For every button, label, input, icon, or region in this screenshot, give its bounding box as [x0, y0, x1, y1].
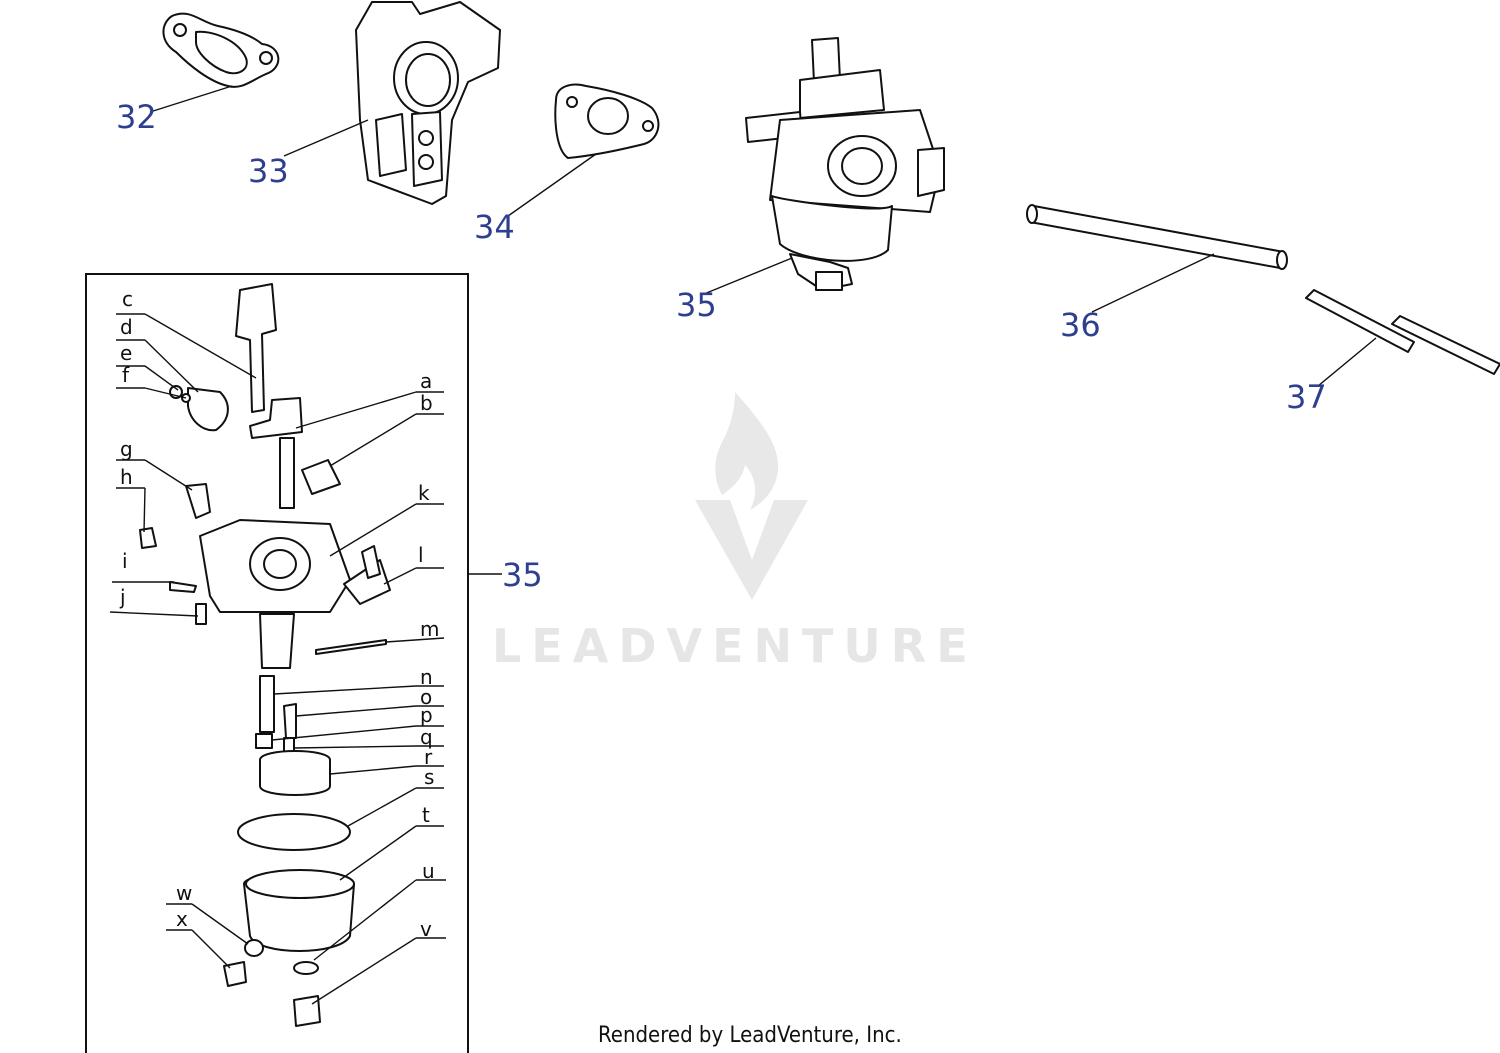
part-36-tube: [1026, 204, 1288, 270]
sub-label-o: o: [420, 685, 432, 709]
callout-33: 33: [248, 152, 289, 190]
exploded-view-frame: [85, 273, 469, 1053]
footer-credit: Rendered by LeadVenture, Inc.: [598, 1023, 902, 1048]
callout-35: 35: [676, 286, 717, 324]
callout-37: 37: [1286, 378, 1327, 416]
sub-label-k: k: [418, 481, 430, 505]
leader-37: [1317, 337, 1377, 387]
sub-label-r: r: [424, 745, 433, 769]
leader-36: [1091, 253, 1215, 313]
callout-32: 32: [116, 98, 157, 136]
sub-label-e: e: [120, 341, 132, 365]
watermark-logo: [695, 392, 808, 600]
part-37-pins: [1305, 289, 1500, 375]
sub-label-g: g: [120, 437, 133, 461]
leader-34: [507, 153, 597, 217]
part-35-carburetor: [745, 37, 945, 291]
sub-label-p: p: [420, 703, 433, 727]
sub-label-leaders: [109, 313, 446, 1005]
callout-34: 34: [474, 208, 515, 246]
exploded-parts: [139, 283, 391, 1027]
callout-35-box: 35: [502, 556, 543, 594]
leader-35: [703, 257, 793, 295]
sub-label-b: b: [420, 391, 433, 415]
sub-label-i: i: [122, 549, 128, 573]
sub-label-m: m: [420, 617, 439, 641]
sub-label-v: v: [420, 917, 432, 941]
sub-label-q: q: [420, 725, 433, 749]
sub-label-x: x: [176, 907, 188, 931]
sub-label-f: f: [122, 363, 130, 387]
part-34-gasket: [554, 83, 660, 159]
callout-36: 36: [1060, 306, 1101, 344]
sub-labels: c d e f g h i j a b k l m n o p q r s t …: [119, 287, 439, 941]
sub-label-n: n: [420, 665, 433, 689]
part-32-gasket: [162, 12, 280, 88]
sub-label-s: s: [424, 765, 434, 789]
leader-32: [149, 85, 233, 113]
part-33-bracket: [355, 1, 501, 205]
sub-label-l: l: [418, 543, 424, 567]
sub-label-t: t: [422, 803, 430, 827]
leader-33: [283, 119, 369, 157]
watermark-text: LEADVENTURE: [492, 619, 978, 673]
sub-label-u: u: [422, 859, 435, 883]
sub-label-j: j: [119, 585, 126, 609]
sub-label-a: a: [420, 369, 432, 393]
sub-label-c: c: [122, 287, 133, 311]
sub-label-h: h: [120, 465, 133, 489]
sub-label-w: w: [176, 881, 192, 905]
sub-label-d: d: [120, 315, 133, 339]
